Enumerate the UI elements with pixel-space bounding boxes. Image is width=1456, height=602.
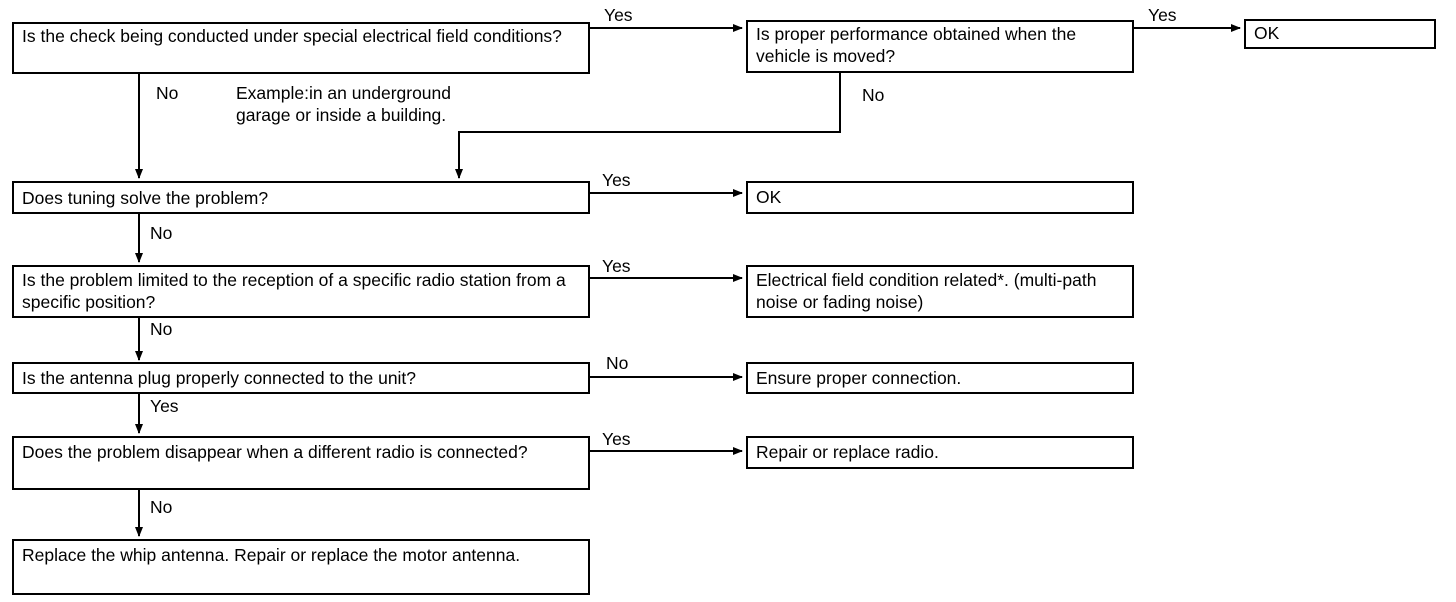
arrow-q2-no xyxy=(455,73,841,179)
result-ok-tuning-box: OK xyxy=(746,181,1134,214)
example-note-line-1: Example:in an underground xyxy=(236,83,452,103)
label-q1-yes: Yes xyxy=(604,5,633,25)
result-ok-top-box: OK xyxy=(1244,19,1436,49)
question-tuning-text: Does tuning solve the problem? xyxy=(22,188,269,208)
example-note-line-2: garage or inside a building. xyxy=(236,105,447,125)
question-antenna-plug-text: Is the antenna plug properly connected t… xyxy=(22,368,417,388)
result-ok-top-text: OK xyxy=(1254,23,1280,43)
label-q5-no: No xyxy=(606,353,629,373)
result-replace-antenna-box: Replace the whip antenna. Repair or repl… xyxy=(12,539,590,595)
question-specific-station-box: Is the problem limited to the reception … xyxy=(12,265,590,318)
result-ensure-connection-text: Ensure proper connection. xyxy=(756,368,962,388)
result-field-condition-text: Electrical field condition related*. (mu… xyxy=(756,270,1097,312)
label-q5-yes: Yes xyxy=(150,396,179,416)
question-vehicle-moved-box: Is proper performance obtained when the … xyxy=(746,20,1134,73)
label-q6-yes: Yes xyxy=(602,429,631,449)
question-special-field-text: Is the check being conducted under speci… xyxy=(22,26,562,46)
label-q3-yes: Yes xyxy=(602,170,631,190)
question-specific-station-text: Is the problem limited to the reception … xyxy=(22,270,566,312)
result-field-condition-box: Electrical field condition related*. (mu… xyxy=(746,265,1134,318)
label-q4-yes: Yes xyxy=(602,256,631,276)
label-q2-yes: Yes xyxy=(1148,5,1177,25)
question-antenna-plug-box: Is the antenna plug properly connected t… xyxy=(12,362,590,394)
question-different-radio-box: Does the problem disappear when a differ… xyxy=(12,436,590,490)
label-q2-no: No xyxy=(862,85,885,105)
label-q4-no: No xyxy=(150,319,173,339)
label-q3-no: No xyxy=(150,223,173,243)
result-ensure-connection-box: Ensure proper connection. xyxy=(746,362,1134,394)
result-replace-radio-text: Repair or replace radio. xyxy=(756,442,939,462)
result-ok-tuning-text: OK xyxy=(756,187,782,207)
result-replace-radio-box: Repair or replace radio. xyxy=(746,436,1134,469)
result-replace-antenna-text: Replace the whip antenna. Repair or repl… xyxy=(22,545,521,565)
question-tuning-box: Does tuning solve the problem? xyxy=(12,181,590,214)
question-special-field-box: Is the check being conducted under speci… xyxy=(12,22,590,74)
question-vehicle-moved-text: Is proper performance obtained when the … xyxy=(756,24,1077,66)
label-q1-no: No xyxy=(156,83,179,103)
label-q6-no: No xyxy=(150,497,173,517)
question-different-radio-text: Does the problem disappear when a differ… xyxy=(22,442,528,462)
